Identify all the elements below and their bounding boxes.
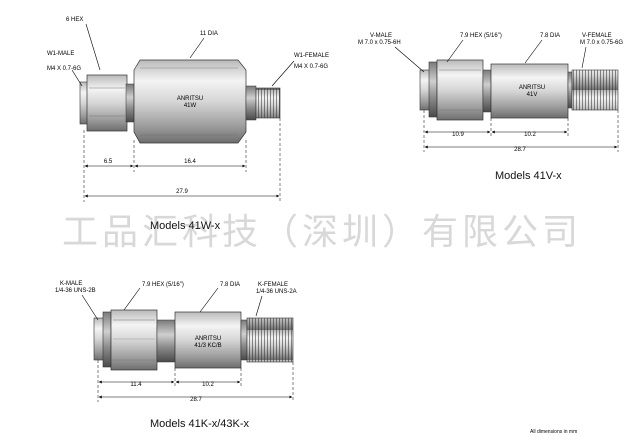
male-label-line1: V-MALE [370,33,392,39]
adapter-body-shape [490,63,569,119]
dia-label: 7.8 DIA [540,33,560,39]
female-label-line2: M4 X 0.7-6G [294,64,328,70]
body-model-text: 41W [184,103,197,109]
dim-total: 27.9 [176,189,188,195]
dim-total: 28.7 [190,397,202,403]
dim-right: 10.2 [524,132,536,138]
body-model-text: 41/3 KC/B [194,343,221,349]
hex-nut-shape [86,74,128,132]
dim-right: 10.2 [202,382,214,388]
adapter-body-shape [174,311,242,369]
footer-note: All dimensions in mm [530,429,577,435]
dim-left: 10.9 [452,132,464,138]
adapter-body-shape [133,59,247,144]
diagram-41w: ANRITSU 41W 6 HEX 11 DIA W1-MALE M4 X 0.… [47,17,329,232]
male-label-line2: M4 X 0.7-6G [47,66,81,72]
body-model-text: 41V [527,92,538,98]
female-thread-shape [571,69,619,111]
caption-41v: Models 41V-x [495,170,562,182]
dia-label: 11 DIA [200,31,218,37]
female-label-line2: 1/4-36 UNS-2A [256,289,297,295]
female-label-line1: K-FEMALE [258,282,288,288]
dim-left: 11.4 [130,382,142,388]
caption-41k: Models 41K-x/43K-x [150,418,250,430]
hex-label: 7.9 HEX (5/16") [142,282,184,288]
female-thread-shape [255,87,281,119]
dim-total: 28.7 [514,147,526,153]
caption-41w: Models 41W-x [150,220,221,232]
female-label-line1: W1-FEMALE [294,53,329,59]
male-label-line2: M 7.0 x 0.75-6H [358,40,401,46]
female-label-line2: M 7.0 x 0.75-6G [580,40,623,46]
dim-left: 6.5 [104,159,113,165]
male-pin-shape [419,69,431,111]
body-brand-text: ANRITSU [177,96,203,102]
female-thread-shape [246,317,294,363]
male-label-line1: K-MALE [60,281,82,287]
diagram-41k: ANRITSU 41/3 KC/B K-MALE 1/4-36 UNS-2B 7… [55,281,297,430]
hex-label: 6 HEX [66,17,83,23]
male-pin-shape [93,317,105,361]
male-label-line1: W1-MALE [47,51,74,57]
diagram-41v: ANRITSU 41V V-MALE M 7.0 x 0.75-6H 7.9 H… [358,33,623,182]
hex-nut-shape [436,59,484,121]
dim-right: 16.4 [184,159,196,165]
body-brand-text: ANRITSU [519,85,545,91]
hex-label: 7.9 HEX (5/16") [460,33,502,39]
hex-nut-shape [110,309,158,371]
male-label-line2: 1/4-36 UNS-2B [55,288,96,294]
body-brand-text: ANRITSU [195,336,221,342]
watermark-text: 工品汇科技（深圳）有限公司 [62,212,582,253]
female-label-line1: V-FEMALE [582,33,612,39]
dia-label: 7.8 DIA [220,282,240,288]
